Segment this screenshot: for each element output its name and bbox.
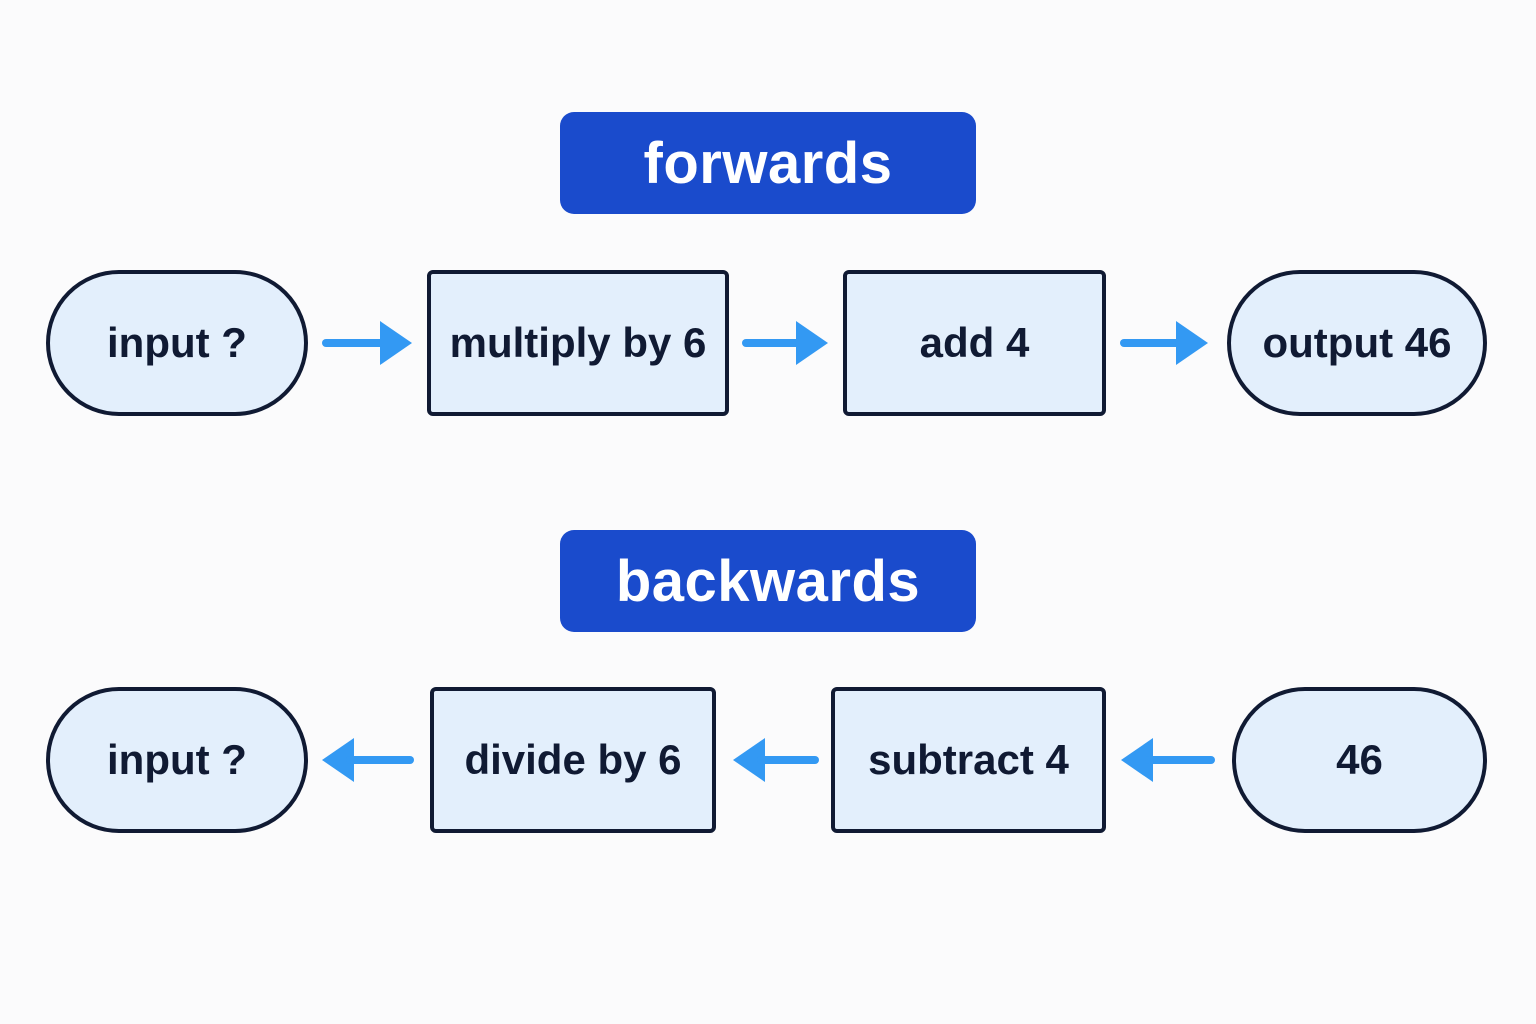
backwards-input-node: input ? [46,687,308,833]
forwards-output-node: output 46 [1227,270,1487,416]
forwards-title: forwards [560,112,976,214]
forwards-arrow-2 [742,321,828,365]
forwards-input-node: input ? [46,270,308,416]
forwards-arrow-3 [1120,321,1208,365]
forwards-multiply-node: multiply by 6 [427,270,729,416]
backwards-arrow-1 [322,738,414,782]
backwards-arrow-3 [1121,738,1215,782]
backwards-title: backwards [560,530,976,632]
forwards-add-node: add 4 [843,270,1106,416]
backwards-divide-node: divide by 6 [430,687,716,833]
backwards-output-node: 46 [1232,687,1487,833]
forwards-arrow-1 [322,321,412,365]
backwards-arrow-2 [733,738,819,782]
backwards-subtract-node: subtract 4 [831,687,1106,833]
